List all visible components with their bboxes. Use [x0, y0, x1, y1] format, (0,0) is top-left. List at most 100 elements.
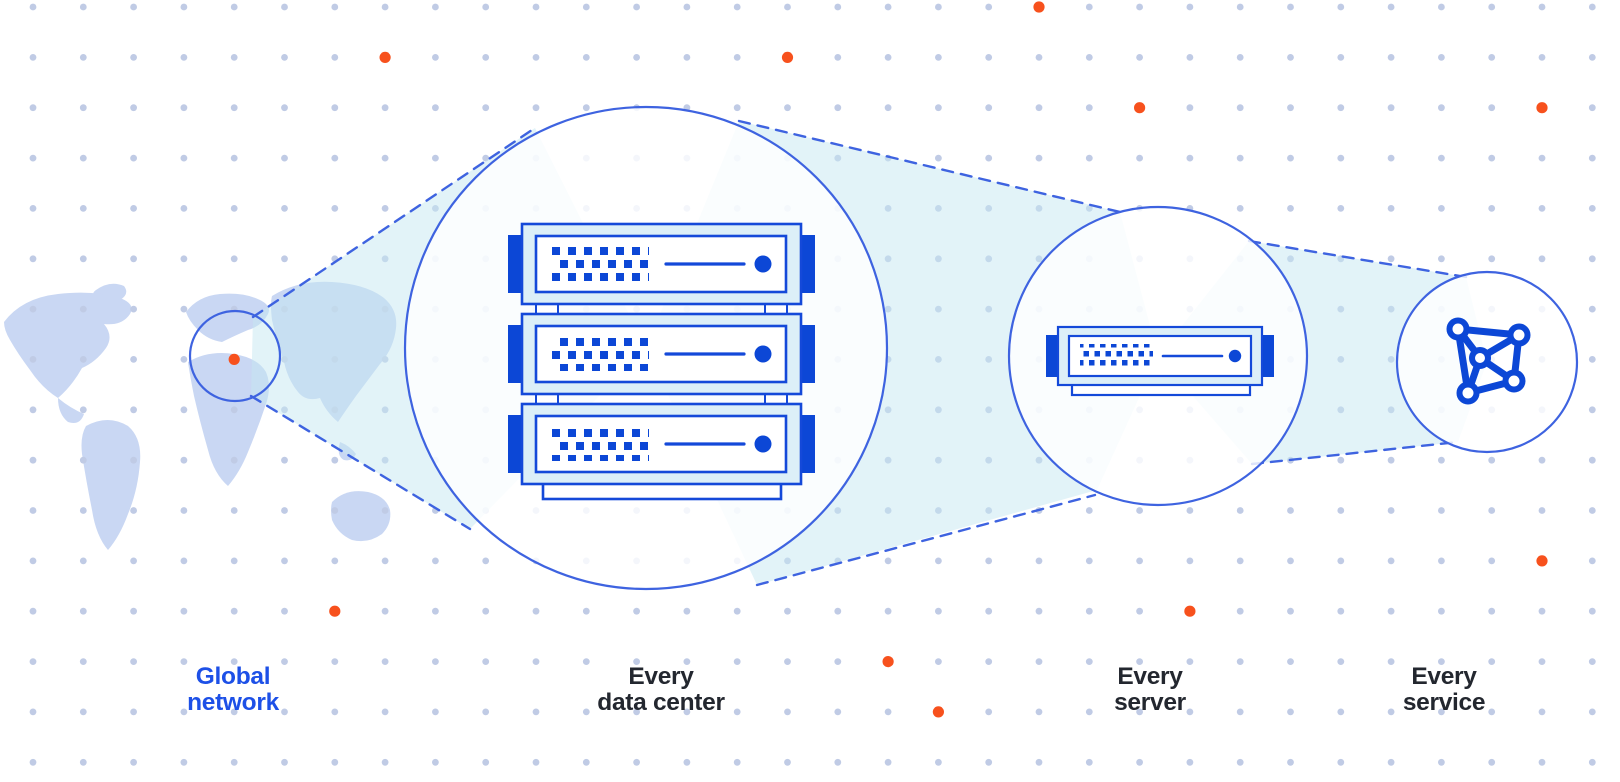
grid-dot	[884, 557, 892, 565]
grid-dot	[1186, 708, 1194, 716]
grid-dot	[230, 255, 238, 263]
grid-dot	[935, 557, 942, 565]
accent-dot	[781, 51, 794, 64]
grid-dot	[1337, 758, 1345, 766]
grid-dot	[1488, 54, 1496, 61]
grid-dot	[381, 708, 389, 716]
grid-dot	[1588, 255, 1596, 263]
grid-dot	[1538, 154, 1546, 162]
grid-dot	[1588, 507, 1596, 514]
grid-dot	[1588, 356, 1596, 363]
grid-dot	[1186, 658, 1194, 665]
grid-dot	[1387, 456, 1395, 464]
grid-dot	[331, 507, 339, 514]
grid-dot	[1236, 658, 1244, 665]
grid-dot	[29, 708, 37, 716]
grid-dot	[935, 607, 942, 615]
grid-dot	[1035, 758, 1043, 766]
grid-dot	[230, 104, 238, 112]
grid-dot	[1236, 758, 1244, 766]
grid-dot	[180, 3, 188, 11]
grid-dot	[935, 154, 942, 162]
grid-dot	[532, 54, 540, 61]
grid-dot	[884, 104, 892, 112]
grid-dot	[29, 255, 37, 263]
grid-dot	[29, 104, 37, 112]
grid-dot	[985, 154, 993, 162]
grid-dot	[985, 54, 993, 61]
grid-dot	[985, 3, 993, 11]
grid-dot	[1438, 758, 1445, 766]
grid-dot	[180, 406, 188, 414]
grid-dot	[1287, 154, 1294, 162]
grid-dot	[1136, 708, 1143, 716]
grid-dot	[130, 154, 138, 162]
grid-dot	[1186, 54, 1194, 61]
server-circle-group	[1007, 205, 1309, 507]
grid-dot	[29, 154, 37, 162]
grid-dot	[532, 658, 540, 665]
grid-dot	[381, 557, 389, 565]
server-unit	[508, 402, 815, 486]
grid-dot	[1438, 154, 1445, 162]
map-highlight-circle	[188, 309, 282, 403]
accent-dot	[882, 656, 894, 668]
grid-dot	[1186, 758, 1194, 766]
grid-dot	[582, 658, 590, 665]
grid-dot	[1035, 104, 1043, 112]
grid-dot	[230, 758, 238, 766]
grid-dot	[230, 557, 238, 565]
beam-edge-dashed	[737, 119, 1122, 214]
grid-dot	[281, 3, 288, 11]
grid-dot	[1287, 54, 1294, 61]
grid-dot	[180, 255, 188, 263]
grid-dot	[482, 708, 490, 716]
beam-edge-dashed	[249, 394, 472, 531]
grid-dot	[130, 708, 138, 716]
grid-dot	[1337, 54, 1345, 61]
grid-dot	[1337, 3, 1345, 11]
grid-dot	[532, 758, 540, 766]
grid-dot	[130, 54, 138, 61]
grid-dot	[230, 507, 238, 514]
grid-dot	[834, 3, 842, 11]
grid-dot	[633, 758, 640, 766]
server-unit	[508, 312, 815, 396]
grid-dot	[180, 54, 188, 61]
grid-dot	[1085, 54, 1093, 61]
grid-dot	[79, 607, 87, 615]
grid-dot	[1588, 607, 1596, 615]
grid-dot	[834, 658, 842, 665]
grid-dot	[985, 658, 993, 665]
grid-dot	[1136, 507, 1143, 514]
grid-dot	[1488, 658, 1496, 665]
grid-dot	[281, 54, 288, 61]
grid-dot	[130, 305, 138, 313]
grid-dot	[1387, 507, 1395, 514]
grid-dot	[1588, 406, 1596, 414]
grid-dot	[834, 758, 842, 766]
grid-dot	[1337, 557, 1345, 565]
grid-dot	[1085, 607, 1093, 615]
caption-every-service: Every service	[1402, 663, 1486, 716]
beam-edge-dashed	[755, 493, 1097, 587]
grid-dot	[1588, 456, 1596, 464]
grid-dot	[381, 3, 389, 11]
grid-dot	[29, 557, 37, 565]
grid-dot	[1236, 708, 1244, 716]
grid-dot	[432, 154, 439, 162]
grid-dot	[381, 607, 389, 615]
grid-dot	[29, 356, 37, 363]
grid-dot	[1488, 607, 1496, 615]
grid-dot	[1236, 154, 1244, 162]
grid-dot	[1337, 507, 1345, 514]
grid-dot	[1387, 205, 1395, 212]
grid-dot	[331, 104, 339, 112]
grid-dot	[834, 104, 842, 112]
grid-dot	[29, 758, 37, 766]
grid-dot	[985, 758, 993, 766]
grid-dot	[683, 658, 691, 665]
server-rack-icon	[508, 222, 815, 501]
grid-dot	[331, 456, 339, 464]
grid-dot	[180, 507, 188, 514]
